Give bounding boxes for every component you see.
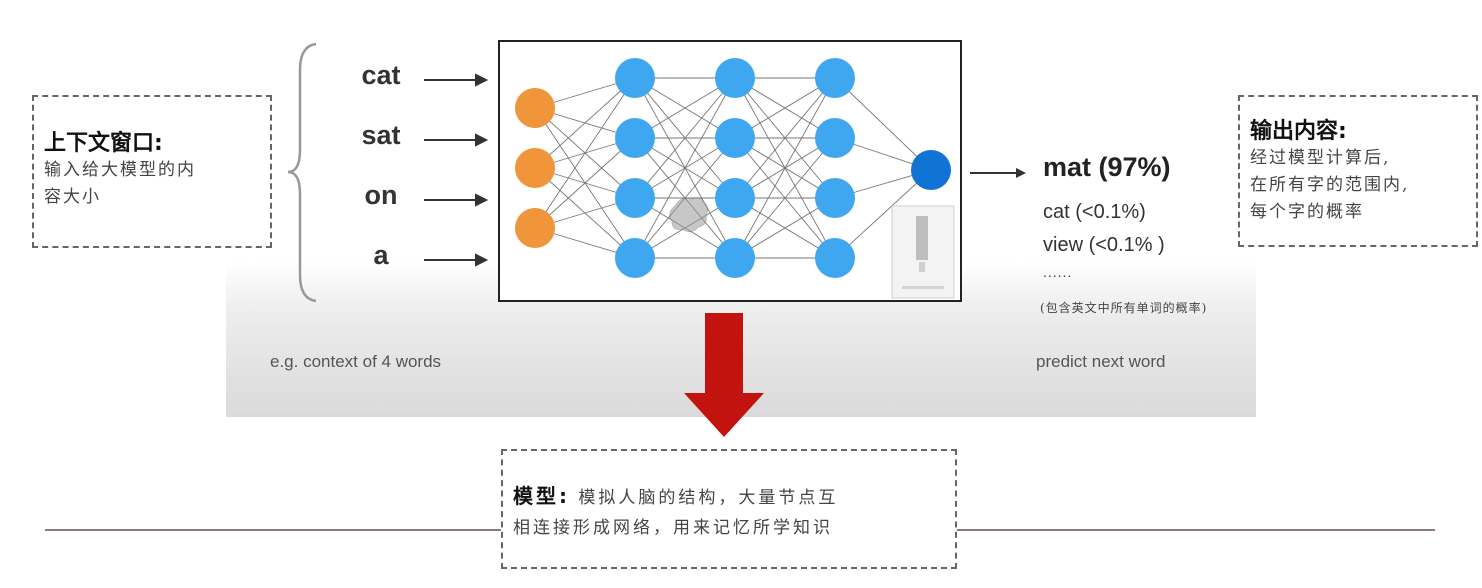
input-word-a: a — [373, 240, 389, 270]
output-content-line2: 在所有字的范围内, — [1250, 175, 1410, 195]
network-edge — [534, 137, 636, 229]
neural-network-diagram — [515, 58, 955, 299]
context-window-line1: 输入给大模型的内 — [44, 160, 196, 180]
input-word-on: on — [364, 180, 398, 210]
brain-watermark-icon — [669, 197, 709, 233]
prediction-ellipsis: ...... — [1043, 264, 1073, 280]
output-node — [911, 150, 951, 190]
network-edge — [634, 77, 736, 259]
output-content-box: 输出内容: 经过模型计算后, 在所有字的范围内, 每个字的概率 — [1238, 95, 1478, 247]
network-edge — [834, 169, 932, 259]
network-edge — [834, 77, 932, 171]
model-description-line2: 相连接形成网络，用来记忆所学知识 — [513, 518, 833, 538]
input-node — [515, 208, 555, 248]
right-arrow-icon — [424, 133, 489, 147]
prediction-note: (包含英文中所有单词的概率) — [1040, 301, 1208, 315]
model-box: 模型: 模拟人脑的结构，大量节点互 相连接形成网络，用来记忆所学知识 — [501, 449, 957, 569]
right-arrow-icon — [424, 253, 489, 267]
network-edge — [634, 77, 736, 199]
caption-predict: predict next word — [1036, 352, 1166, 371]
thumbnail-image-icon — [891, 205, 955, 299]
curly-brace-icon — [287, 42, 317, 303]
model-title: 模型: — [513, 484, 570, 508]
output-content-line1: 经过模型计算后, — [1250, 148, 1391, 168]
input-word-cat: cat — [361, 60, 401, 90]
hidden-node — [815, 58, 855, 98]
model-description-line1: 模拟人脑的结构，大量节点互 — [578, 488, 839, 508]
hidden-node — [615, 118, 655, 158]
hidden-node — [615, 238, 655, 278]
output-content-title: 输出内容: — [1250, 119, 1347, 144]
hidden-node — [715, 178, 755, 218]
right-arrow-icon — [970, 168, 1026, 178]
input-word-sat: sat — [361, 120, 401, 150]
input-arrows — [424, 73, 489, 267]
hidden-node — [615, 178, 655, 218]
hidden-node — [715, 118, 755, 158]
hidden-node — [715, 58, 755, 98]
network-edge — [734, 137, 836, 259]
prediction-main: mat (97%) — [1043, 152, 1171, 182]
context-window-title: 上下文窗口: — [44, 131, 163, 156]
context-window-line2: 容大小 — [44, 187, 101, 207]
prediction-alt-view: view (<0.1% ) — [1043, 234, 1165, 256]
hidden-node — [815, 118, 855, 158]
input-node — [515, 88, 555, 128]
right-arrow-icon — [424, 73, 489, 87]
right-arrow-icon — [424, 193, 489, 207]
context-window-box: 上下文窗口: 输入给大模型的内 容大小 — [32, 95, 272, 248]
model-line1: 模型: 模拟人脑的结构，大量节点互 — [513, 481, 947, 513]
hidden-node — [815, 238, 855, 278]
network-edge — [734, 77, 836, 259]
network-edge — [534, 77, 636, 169]
input-node — [515, 148, 555, 188]
network-edge — [734, 77, 836, 199]
caption-context: e.g. context of 4 words — [270, 352, 442, 371]
prediction-alt-cat: cat (<0.1%) — [1043, 201, 1146, 223]
network-edge — [534, 77, 636, 229]
hidden-node — [615, 58, 655, 98]
hidden-node — [715, 238, 755, 278]
output-content-line3: 每个字的概率 — [1250, 202, 1364, 222]
hidden-node — [815, 178, 855, 218]
down-arrow-icon — [684, 313, 764, 437]
